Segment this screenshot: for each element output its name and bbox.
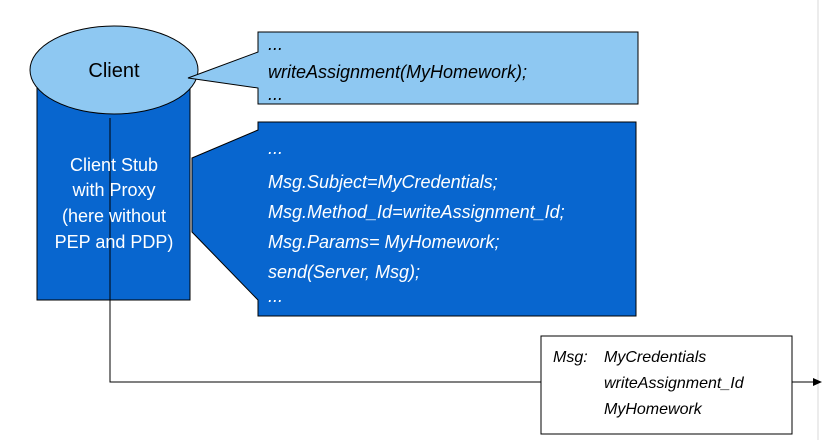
message-flow-line [109,118,541,383]
stub-label-line-3: (here without [62,206,166,226]
stub-code-line-6: ... [268,286,283,306]
outgoing-arrow-head [813,378,822,386]
stub-callout [191,121,637,317]
message-field-3: MyHomework [604,401,703,418]
stub-code-line-3: Msg.Method_Id=writeAssignment_Id; [268,202,565,222]
client-label: Client [88,60,140,82]
message-field-1: MyCredentials [604,349,706,366]
stub-code-line-5: send(Server, Msg); [268,262,420,282]
stub-code-line-2: Msg.Subject=MyCredentials; [268,172,498,192]
call-callout [187,31,639,105]
stub-label-line-4: PEP and PDP) [55,232,174,252]
stub-code-line-4: Msg.Params= MyHomework; [268,232,500,252]
stub-code-line-1: ... [268,138,283,158]
stub-label-line-2: with Proxy [71,180,155,200]
call-line-1: ... [268,34,283,54]
message-box [540,335,793,435]
client-ellipse [29,25,199,115]
message-field-2: writeAssignment_Id [604,375,745,392]
call-line-2: writeAssignment(MyHomework); [268,62,527,82]
call-line-3: ... [268,84,283,104]
stub-label-line-1: Client Stub [70,155,158,175]
message-prefix: Msg: [553,349,588,366]
